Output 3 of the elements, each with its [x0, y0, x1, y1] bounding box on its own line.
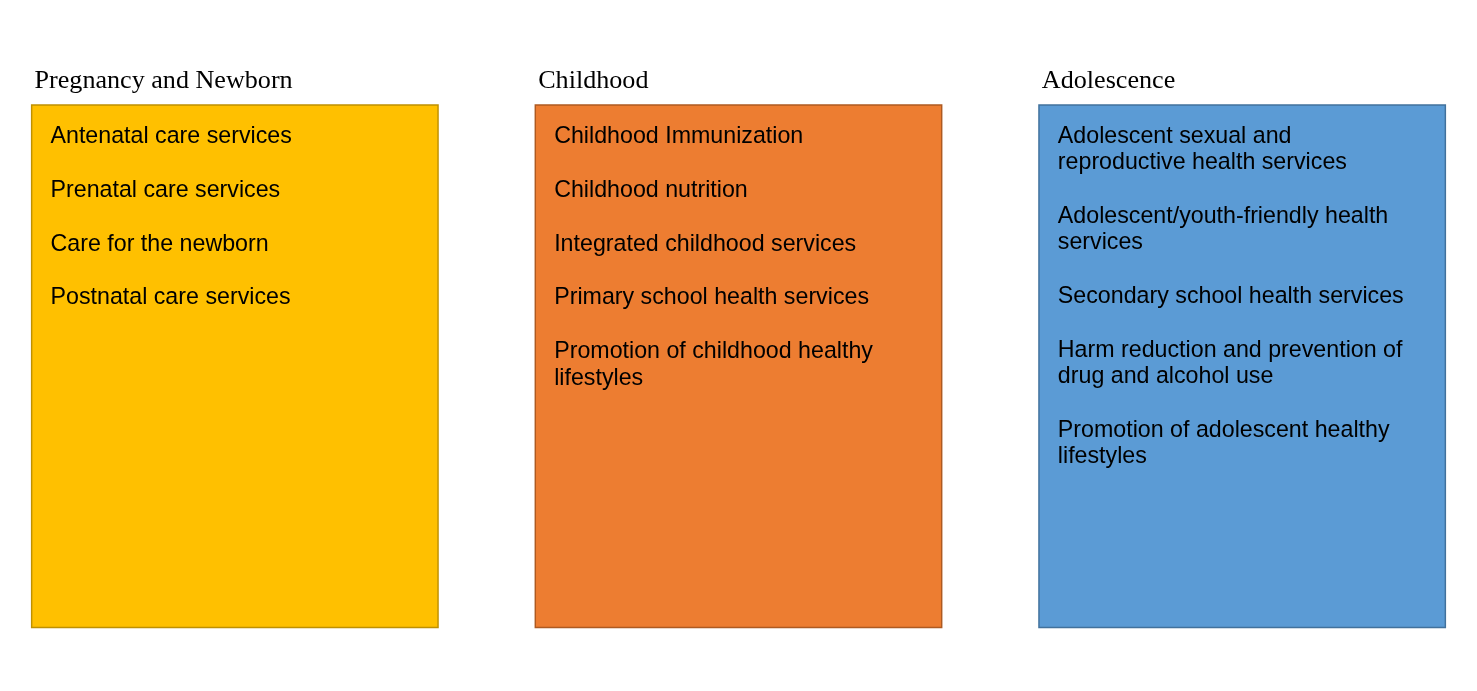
node-label: Adolescence	[1041, 64, 1176, 94]
node-label: Childhood	[538, 64, 649, 94]
node-label: Pregnancy and Newborn	[34, 64, 293, 94]
